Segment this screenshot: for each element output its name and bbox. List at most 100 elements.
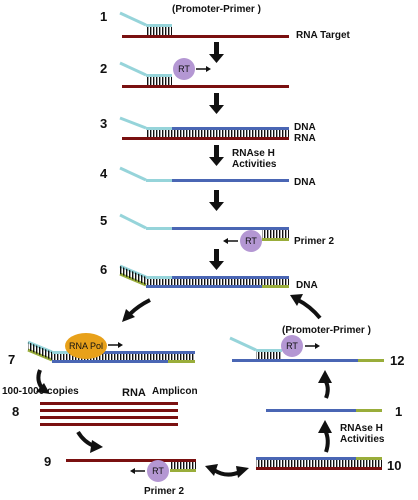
rna-target-strand [122, 35, 289, 38]
step-number: 6 [100, 262, 107, 277]
reverse-transcriptase [281, 335, 303, 357]
direction-arrow-icon [223, 238, 238, 244]
rna-target-label: RNA Target [296, 30, 351, 41]
step-number: 10 [387, 458, 401, 473]
rna-polymerase [65, 333, 107, 359]
base-pairing [28, 342, 52, 360]
step-number: 12 [390, 353, 404, 368]
down-arrow [209, 190, 224, 211]
reverse-transcriptase [147, 460, 169, 482]
up-arrow [318, 370, 332, 399]
rnase-h-label: RNAse H [232, 148, 275, 159]
rna-label: RNA [122, 387, 146, 399]
activities-label: Activities [340, 434, 385, 445]
promoter-primer [146, 74, 172, 77]
direction-arrow-icon [305, 343, 320, 349]
promoter-primer [146, 24, 172, 27]
curved-arrow [76, 430, 103, 453]
dna-label: DNA [294, 177, 316, 188]
dna-top-strand [78, 351, 195, 354]
base-pairing [256, 352, 282, 359]
reverse-transcriptase [173, 58, 195, 80]
base-pairing [120, 266, 146, 285]
step-number: 9 [44, 454, 51, 469]
primer-2-strand [262, 285, 289, 288]
promoter-tail [119, 166, 147, 182]
curved-arrow [290, 294, 322, 320]
primer-2-strand [356, 457, 382, 460]
primer-2-label: Primer 2 [294, 236, 334, 247]
dna-label: DNA [296, 280, 318, 291]
curved-arrow [122, 298, 151, 322]
dna-bottom-strand [52, 360, 168, 363]
rt-label: RT [245, 236, 257, 246]
rna-amplicon-strand [40, 402, 178, 405]
base-pairing [146, 130, 289, 137]
primer-2-strand [168, 360, 195, 363]
step-number: 3 [100, 116, 107, 131]
base-pairing [256, 460, 382, 467]
down-arrow [209, 42, 224, 63]
promoter-tail [119, 11, 147, 27]
step-number: 5 [100, 213, 107, 228]
step-number: 2 [100, 61, 107, 76]
direction-arrow-icon [130, 468, 145, 474]
up-arrow [318, 420, 332, 453]
base-pairing [262, 230, 289, 238]
dna-bottom-strand [146, 285, 262, 288]
promoter-primer [146, 127, 172, 130]
cdna-strand [232, 359, 358, 362]
rnase-h-label: RNAse H [340, 423, 383, 434]
base-pairing [146, 27, 172, 35]
cdna-strand [266, 409, 382, 412]
step-number: 4 [100, 166, 108, 181]
rt-label: RT [152, 466, 164, 476]
step-number: 8 [12, 404, 19, 419]
curved-arrow [36, 369, 50, 394]
rna-target-strand [122, 137, 289, 140]
base-pairing [146, 77, 172, 85]
rt-label: RT [286, 341, 298, 351]
rna-amplicon-strand [40, 416, 178, 419]
cdna-strand [256, 457, 382, 460]
promoter-primer [52, 351, 78, 354]
step-number: 1 [100, 9, 107, 24]
promoter-tail [119, 61, 147, 77]
copies-label: 100-1000 copies [2, 386, 79, 397]
primer-2-strand [170, 469, 196, 472]
promoter-primer [146, 276, 172, 279]
base-pairing [146, 279, 289, 285]
base-pairing [170, 462, 196, 469]
primer-2-strand [262, 238, 289, 241]
step-number: 1 [395, 404, 402, 419]
promoter-tail [119, 213, 147, 230]
down-arrow [209, 249, 224, 270]
dna-label: DNA [294, 122, 316, 133]
cdna-strand [172, 179, 289, 182]
primer-2-label: Primer 2 [144, 486, 184, 497]
promoter-tail [229, 336, 257, 352]
down-arrow [209, 145, 224, 166]
rna-amplicon-strand [40, 423, 178, 426]
primer-2-strand [358, 359, 384, 362]
promoter-tail [119, 116, 147, 130]
reverse-transcriptase [240, 230, 262, 252]
rna-amplicon-strand [256, 467, 382, 470]
rt-label: RT [178, 64, 190, 74]
rna-target-strand [122, 85, 289, 88]
cdna-strand [172, 227, 289, 230]
rna-amplicon-strand [40, 409, 178, 412]
cdna-strand [172, 127, 289, 130]
dna-top-strand [172, 276, 289, 279]
step-number: 7 [8, 352, 15, 367]
amplicon-label: Amplicon [152, 386, 198, 397]
rna-amplicon-strand [66, 459, 196, 462]
direction-arrow-icon [108, 342, 123, 348]
primer-2-strand [356, 409, 382, 412]
curved-arrow [205, 464, 249, 478]
promoter-primer [146, 227, 172, 230]
promoter-primer-label: (Promoter-Primer ) [282, 325, 371, 336]
activities-label: Activities [232, 159, 277, 170]
promoter-primer [256, 349, 282, 352]
